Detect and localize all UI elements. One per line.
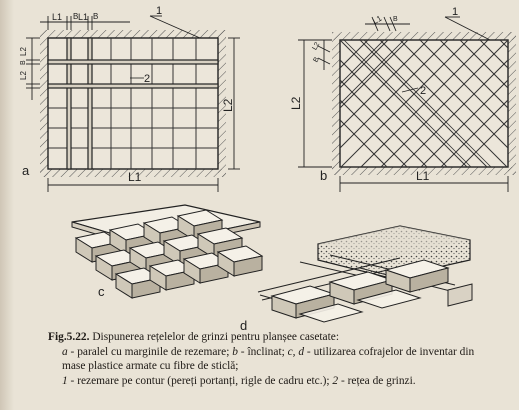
caption-line-4: 1 - rezemare pe contur (pereți portanți,…: [48, 374, 514, 389]
support-right: [218, 30, 226, 177]
caption-line-1: Fig.5.22. Dispunerea rețelelor de grinzi…: [48, 330, 514, 345]
slab-panel-a: [47, 37, 219, 170]
figure-caption: Fig.5.22. Dispunerea rețelelor de grinzi…: [48, 330, 514, 388]
caption-2-text: - rețea de grinzi.: [338, 374, 416, 387]
dim-left-b-b: B: [312, 56, 321, 64]
caption-cd-text: - utilizarea cofrajelor de inventar din: [304, 345, 475, 358]
panel-letter-b: b: [320, 168, 327, 183]
panel-letter-d: d: [240, 318, 247, 330]
caption-figure-number: Fig.5.22.: [48, 331, 90, 343]
diagonal-beam-grid-b: [340, 40, 508, 167]
label-1-a: 1: [156, 5, 162, 17]
caption-1-number: 1: [62, 374, 68, 387]
support-left: [40, 30, 48, 177]
dim-left-l2-b: L2: [311, 41, 321, 51]
dim-h-l1-a: L1: [128, 170, 142, 184]
dim-top-l1-a: L1: [52, 12, 62, 22]
caption-1-text: - rezemare pe contur (pereți portanți, r…: [67, 374, 333, 387]
caption-b-text: - înclinat;: [237, 345, 288, 358]
caption-2-number: 2: [332, 374, 339, 387]
bottom-dimension-b: [339, 176, 509, 192]
caption-a-text: - paralel cu marginile de rezemare;: [67, 345, 233, 358]
top-dimension-b: [365, 16, 410, 32]
panel-d: d: [240, 225, 473, 330]
dim-top-b2-a: B: [93, 12, 98, 21]
panel-letter-a: a: [22, 163, 30, 178]
dim-h-l1-b: L1: [416, 169, 430, 183]
panel-a: L1 B L1 B 1 2 L2 L2 B: [19, 5, 240, 192]
support-bottom: [40, 169, 226, 177]
caption-line-2: a - paralel cu marginile de rezemare; b …: [48, 345, 514, 360]
vertical-dimension-b: [298, 39, 332, 168]
support-top-b: [332, 32, 516, 40]
caption-title: Dispunerea rețelelor de grinzi pentru pl…: [92, 331, 339, 343]
top-dimension-a: [40, 16, 130, 30]
right-dimension-a: [228, 37, 240, 170]
support-top: [40, 30, 226, 38]
dim-v-l2-b: L2: [289, 96, 303, 110]
dim-top-b-a: B: [73, 12, 78, 21]
panel-c: c: [71, 204, 264, 299]
leader-1-b: [444, 16, 491, 41]
support-bottom-b: [332, 167, 516, 175]
figure-5-22: L1 B L1 B 1 2 L2 L2 B: [19, 5, 516, 330]
page-gutter-shadow: [0, 0, 14, 410]
dim-v-l2-a: L2: [221, 98, 235, 112]
formwork-boxes-d: [270, 259, 450, 323]
caption-line-3: mase plastice armate cu fibre de sticlă;: [62, 360, 239, 373]
formwork-boxes-c: [74, 209, 264, 299]
support-right-b: [508, 32, 516, 175]
highlighted-beams-a: [47, 37, 219, 170]
label-2-a: 2: [144, 73, 150, 85]
dim-left-l2b-a: L2: [19, 71, 28, 80]
left-dimension-b: [317, 40, 331, 70]
dim-left-l2-a: L2: [19, 47, 28, 56]
panel-b: L1 B 1 2 L2 B L2: [289, 6, 516, 192]
bottom-dimension-a: [47, 178, 219, 192]
beam-end-d: [447, 283, 473, 307]
dim-top-l1b-a: L1: [78, 12, 88, 22]
dim-left-b-a: B: [20, 60, 27, 65]
caption-b-letter: b: [232, 345, 238, 358]
leader-1-a: [149, 15, 201, 39]
label-1-b: 1: [452, 6, 458, 18]
support-left-b: [332, 32, 340, 175]
caption-cd-letters: c, d: [287, 345, 305, 358]
dim-top-b-b: B: [393, 16, 398, 23]
caption-a-letter: a: [62, 345, 68, 358]
label-2-b: 2: [420, 85, 426, 97]
left-dimension-a: [26, 37, 40, 100]
panel-letter-c: c: [98, 284, 105, 299]
